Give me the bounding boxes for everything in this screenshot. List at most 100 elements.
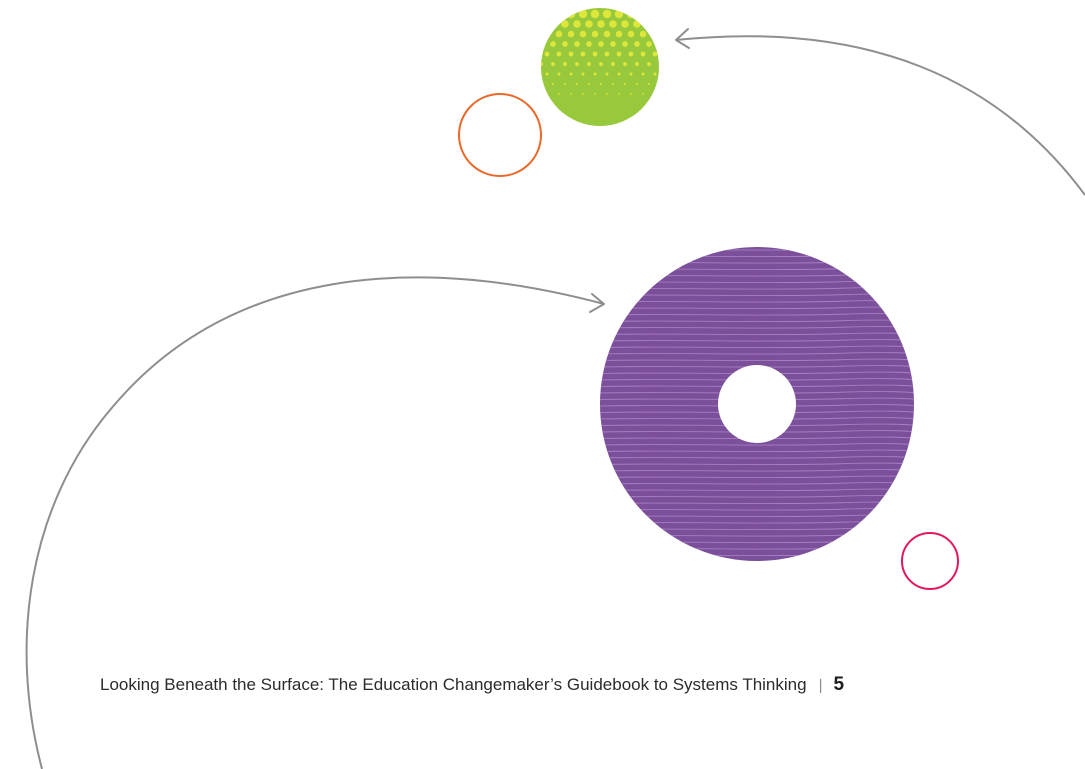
halftone-dot	[635, 62, 639, 66]
purple-stripe-line	[600, 430, 914, 433]
halftone-dot	[630, 93, 632, 95]
halftone-dot	[638, 9, 648, 19]
purple-stripe-line	[600, 319, 914, 323]
halftone-dot	[659, 62, 663, 66]
halftone-dot	[555, 30, 563, 38]
halftone-dot	[532, 31, 539, 38]
halftone-dot	[570, 93, 572, 95]
halftone-dot	[618, 93, 620, 95]
halftone-dot	[574, 41, 580, 47]
purple-stripe-line	[600, 293, 914, 297]
halftone-dot	[567, 30, 575, 38]
halftone-dot	[604, 51, 610, 57]
halftone-dot	[616, 51, 622, 57]
purple-stripe-line	[600, 462, 914, 466]
purple-stripe-line	[600, 332, 914, 336]
halftone-dot	[534, 93, 536, 95]
halftone-dot	[650, 9, 659, 19]
halftone-dot	[592, 51, 598, 57]
halftone-dot	[534, 73, 537, 76]
halftone-dot	[606, 93, 608, 95]
purple-stripe-line	[600, 378, 914, 381]
halftone-dot	[651, 30, 659, 38]
purple-stripe-line	[600, 449, 914, 453]
halftone-dot	[533, 52, 538, 57]
halftone-dot	[622, 41, 628, 47]
halftone-dot	[593, 72, 597, 76]
halftone-dot	[568, 51, 574, 57]
halftone-dot	[544, 51, 550, 57]
halftone-dot	[531, 10, 539, 18]
halftone-dot	[556, 51, 562, 57]
halftone-dot	[551, 82, 555, 86]
halftone-dot	[541, 20, 545, 28]
halftone-dot	[586, 41, 592, 47]
halftone-dot	[609, 20, 617, 28]
purple-stripe-line	[600, 300, 914, 303]
purple-stripe-line	[600, 365, 914, 368]
halftone-dot	[603, 30, 611, 38]
halftone-dot	[629, 72, 633, 76]
halftone-dot	[541, 62, 543, 66]
halftone-dot	[550, 41, 556, 47]
halftone-dot	[617, 72, 621, 76]
halftone-dot	[615, 30, 623, 38]
halftone-dot	[594, 93, 596, 95]
purple-stripe-line	[600, 488, 914, 492]
purple-stripe-line	[600, 371, 914, 375]
halftone-dot	[639, 30, 647, 38]
purple-stripe-line	[600, 326, 914, 329]
purple-stripe-line	[600, 404, 914, 407]
left-arrowhead-icon	[589, 293, 605, 313]
halftone-dot	[581, 72, 585, 76]
purple-stripe-line	[600, 443, 914, 446]
purple-ring-hole	[718, 365, 796, 443]
halftone-dot	[546, 93, 548, 95]
halftone-dot	[543, 30, 551, 38]
halftone-dot	[628, 51, 634, 57]
halftone-dot	[599, 62, 603, 66]
purple-stripe-line	[600, 313, 914, 316]
halftone-dot	[575, 82, 579, 86]
halftone-dot	[573, 20, 581, 28]
halftone-dot	[627, 30, 635, 38]
halftone-dot	[551, 62, 555, 66]
halftone-dot	[660, 83, 662, 85]
halftone-dot	[605, 72, 609, 76]
halftone-dot	[549, 20, 557, 28]
purple-stripe-line	[600, 358, 914, 362]
purple-stripe-line	[600, 475, 914, 479]
halftone-dot	[554, 9, 564, 19]
purple-stripe-line	[600, 436, 914, 440]
left-curved-arrow	[25, 276, 605, 769]
halftone-dot	[562, 41, 568, 47]
halftone-dot	[654, 93, 656, 95]
pink-outline-circle	[901, 532, 959, 590]
purple-stripe-line	[600, 345, 914, 349]
purple-stripe-line	[600, 417, 914, 420]
purple-stripe-line	[600, 495, 914, 498]
halftone-dot	[541, 82, 543, 86]
halftone-dot	[561, 20, 569, 28]
halftone-dot	[579, 30, 587, 38]
halftone-dot	[621, 20, 629, 28]
purple-stripe-line	[600, 410, 914, 414]
purple-stripe-line	[600, 391, 914, 394]
halftone-dot	[645, 20, 653, 28]
halftone-dot	[602, 9, 612, 19]
halftone-dot	[647, 82, 651, 86]
purple-stripe-line	[600, 397, 914, 401]
halftone-dot	[580, 51, 586, 57]
halftone-dot	[558, 93, 560, 95]
halftone-dot	[641, 72, 645, 76]
halftone-dot	[614, 9, 624, 19]
purple-stripe-line	[600, 306, 914, 310]
purple-stripe-line	[600, 469, 914, 472]
right-arrowhead-icon	[675, 28, 690, 49]
halftone-dot	[653, 72, 657, 76]
halftone-dot	[578, 9, 588, 19]
halftone-dot	[635, 82, 639, 86]
halftone-dot	[582, 93, 584, 95]
purple-stripe-line	[600, 514, 914, 518]
